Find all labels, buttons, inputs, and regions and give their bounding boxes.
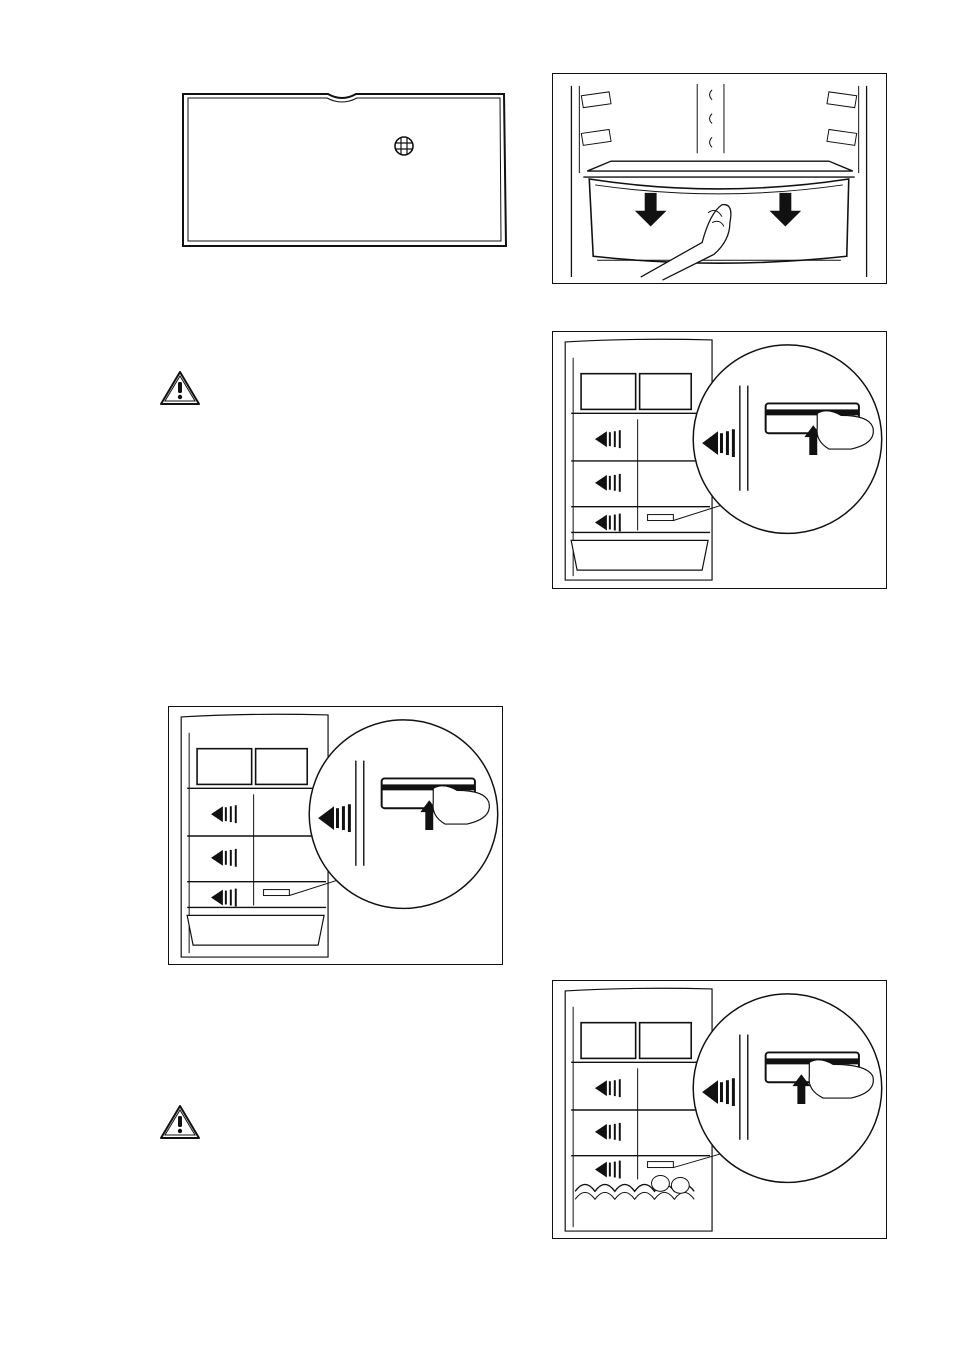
hand-pulling-drawer-icon	[553, 74, 886, 283]
fridge-shelf-lift-icon	[169, 707, 502, 964]
shelf-adjust-figure-1	[552, 331, 887, 589]
shelf-adjust-figure-3	[552, 980, 887, 1239]
warning-triangle-icon	[159, 1104, 201, 1140]
warning-triangle-icon	[159, 370, 201, 406]
drawer-removal-figure	[552, 73, 887, 284]
crisper-cover-figure	[178, 88, 510, 252]
fridge-shelf-lift-icon	[553, 332, 886, 588]
shelf-cover-with-vent-icon	[178, 88, 510, 252]
shelf-adjust-figure-2	[168, 706, 503, 965]
fridge-bottle-rack-icon	[553, 981, 886, 1238]
vent-grid-icon	[395, 137, 413, 155]
